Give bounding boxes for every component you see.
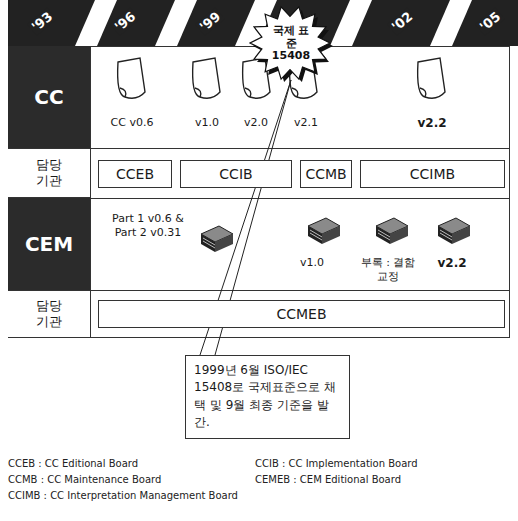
node-text: 1999년 6월 ISO/IEC 15408로 국제표준으로 채택 및 9월 최… (194, 362, 341, 432)
abbreviation-note: CCEB : CC Editional Board (8, 458, 138, 469)
node-text: CEM (25, 232, 73, 256)
book-icons (201, 218, 470, 252)
row-header: CEM (8, 198, 90, 290)
row-header: 담당 기관 (8, 290, 90, 338)
version-label: v1.0 (299, 256, 325, 269)
version-label: v1.0 (194, 116, 220, 129)
board-box: CCIMB (360, 160, 505, 188)
starburst: 국제 표준 15408 (248, 4, 334, 84)
year-label: '93 (27, 7, 57, 35)
node-text: 담당 기관 (33, 157, 64, 188)
abbreviation-note: CCIMB : CC Interpretation Management Boa… (8, 490, 238, 501)
abbreviation-note: CCMB : CC Maintenance Board (8, 474, 161, 485)
node-text: CCIB (219, 166, 252, 182)
version-label: Part 1 v0.6 & Part 2 v0.31 (99, 212, 197, 240)
node-text: CCMB (305, 166, 346, 182)
year-label: '02 (387, 7, 417, 35)
version-label: v2.2 (416, 116, 447, 130)
version-label: 부록 : 결함교정 (359, 256, 417, 284)
row-header: 담당 기관 (8, 148, 90, 198)
abbreviation-note: CEMEB : CEM Editional Board (255, 474, 401, 485)
version-label: CC v0.6 (110, 116, 155, 129)
node-text: 국제 표준 15408 (271, 25, 311, 63)
row-header: CC (8, 46, 90, 148)
node-text: 담당 기관 (33, 298, 64, 329)
year-label: '05 (475, 7, 505, 35)
node-text: CCIMB (410, 166, 455, 182)
board-box: CCMEB (98, 300, 505, 328)
node-text: CCEB (116, 166, 154, 182)
grid-lines (8, 46, 510, 338)
year-label: '96 (110, 7, 140, 35)
callout-box: 1999년 6월 ISO/IEC 15408로 국제표준으로 채택 및 9월 최… (185, 355, 350, 439)
board-box: CCIB (180, 160, 292, 188)
board-box: CCEB (98, 160, 172, 188)
abbreviation-note: CCIB : CC Implementation Board (255, 458, 418, 469)
node-text: CCMEB (276, 306, 326, 322)
version-label: v2.1 (293, 116, 319, 129)
node-text: CC (34, 85, 63, 109)
board-box: CCMB (300, 160, 352, 188)
year-label: '99 (195, 7, 225, 35)
version-label: v2.2 (436, 256, 467, 270)
version-label: v2.0 (243, 116, 269, 129)
